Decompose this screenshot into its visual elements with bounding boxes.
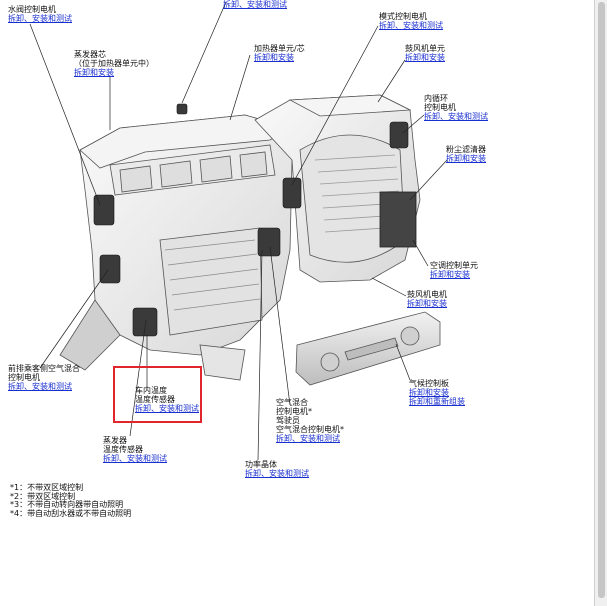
ac-control-unit-link[interactable]: 拆卸和安装 xyxy=(430,270,470,279)
dust-filter-title: 粉尘滤清器 xyxy=(446,145,486,154)
label-power-transistor: 功率晶体 拆卸、安装和测试 xyxy=(245,460,309,478)
heater-core-link[interactable]: 拆卸和安装 xyxy=(254,53,294,62)
passenger-mix-motor-shape xyxy=(99,254,121,284)
evaporator-link[interactable]: 拆卸和安装 xyxy=(74,68,114,77)
heater-valve-motor-title: 水阀控制电机 xyxy=(8,5,56,14)
label-passenger-mix-motor: 前排乘客侧空气混合 控制电机 拆卸、安装和测试 xyxy=(8,364,80,391)
mode-motor-title: 模式控制电机 xyxy=(379,12,427,21)
dust-filter-link[interactable]: 拆卸和安装 xyxy=(446,154,486,163)
climate-panel-link-reassemble[interactable]: 拆卸和重新组装 xyxy=(409,397,465,406)
heater-core-title: 加热器单元/芯 xyxy=(254,44,305,53)
leader-lines xyxy=(29,1,448,461)
label-recirc-motor: 内循环 控制电机 拆卸、安装和测试 xyxy=(424,94,488,121)
recirc-motor-title-2: 控制电机 xyxy=(424,103,456,112)
incar-sensor-title-1: 车内温度 xyxy=(135,386,167,395)
ac-control-unit-box xyxy=(379,191,417,248)
heater-unit-housing xyxy=(59,114,293,381)
climate-panel-link-remove[interactable]: 拆卸和安装 xyxy=(409,388,449,397)
label-mode-motor: 模式控制电机 拆卸、安装和测试 xyxy=(379,12,443,30)
climate-panel-title: 气候控制板 xyxy=(409,379,449,388)
air-mix-motor-sub-2: 空气混合控制电机* xyxy=(276,425,344,434)
heater-valve-motor-shape xyxy=(93,194,115,226)
mode-motor-shape xyxy=(282,177,302,209)
passenger-mix-motor-title-2: 控制电机 xyxy=(8,373,40,382)
blower-motor-link[interactable]: 拆卸和安装 xyxy=(407,299,447,308)
recirc-motor-link[interactable]: 拆卸、安装和测试 xyxy=(424,112,488,121)
blower-unit-housing xyxy=(254,94,421,283)
blower-motor-title: 鼓风机电机 xyxy=(407,290,447,299)
label-evaporator: 蒸发器芯 （位于加热器单元中） 拆卸和安装 xyxy=(74,50,154,77)
top-sensor-shape xyxy=(176,103,188,115)
evaporator-title: 蒸发器芯 xyxy=(74,50,106,59)
ac-control-unit-title: 空调控制单元 xyxy=(430,261,478,270)
label-dust-filter: 粉尘滤清器 拆卸和安装 xyxy=(446,145,486,163)
evap-temp-sensor-title-1: 蒸发器 xyxy=(103,436,127,445)
label-heater-valve-motor: 水阀控制电机 拆卸、安装和测试 xyxy=(8,5,72,23)
label-air-mix-motor: 空气混合 控制电机* 驾驶员 空气混合控制电机* 拆卸、安装和测试 xyxy=(276,398,344,443)
blower-unit-title: 鼓风机单元 xyxy=(405,44,445,53)
incar-sensor-shape xyxy=(132,307,158,337)
vertical-scrollbar[interactable] xyxy=(594,0,607,606)
label-blower-unit: 鼓风机单元 拆卸和安装 xyxy=(405,44,445,62)
highlight-box xyxy=(113,366,202,423)
label-top-sensor: 拆卸、安装和测试 xyxy=(223,0,287,9)
label-incar-sensor: 车内温度 温度传感器 拆卸、安装和测试 xyxy=(135,386,199,413)
air-mix-motor-shape xyxy=(257,227,281,257)
label-blower-motor: 鼓风机电机 拆卸和安装 xyxy=(407,290,447,308)
top-sensor-link[interactable]: 拆卸、安装和测试 xyxy=(223,0,287,9)
label-ac-control-unit: 空调控制单元 拆卸和安装 xyxy=(430,261,478,279)
footnotes: *1：不带双区域控制 *2：带双区域控制 *3：不带自动转向器带自动照明 *4：… xyxy=(10,483,132,518)
power-transistor-link[interactable]: 拆卸、安装和测试 xyxy=(245,469,309,478)
footnote-3: *3：不带自动转向器带自动照明 xyxy=(10,500,124,509)
evap-temp-sensor-title-2: 温度传感器 xyxy=(103,445,143,454)
heater-valve-motor-link[interactable]: 拆卸、安装和测试 xyxy=(8,14,72,23)
incar-sensor-link[interactable]: 拆卸、安装和测试 xyxy=(135,404,199,413)
climate-control-panel-shape xyxy=(295,311,441,386)
recirc-motor-title-1: 内循环 xyxy=(424,94,448,103)
label-evap-temp-sensor: 蒸发器 温度传感器 拆卸、安装和测试 xyxy=(103,436,167,463)
incar-sensor-title-2: 温度传感器 xyxy=(135,395,175,404)
air-mix-motor-title-2: 控制电机* xyxy=(276,407,312,416)
label-climate-panel: 气候控制板 拆卸和安装 拆卸和重新组装 xyxy=(409,379,465,406)
air-mix-motor-link[interactable]: 拆卸、安装和测试 xyxy=(276,434,340,443)
scrollbar-thumb[interactable] xyxy=(598,2,605,598)
recirc-motor-shape xyxy=(389,121,409,149)
air-mix-motor-sub-1: 驾驶员 xyxy=(276,416,300,425)
power-transistor-title: 功率晶体 xyxy=(245,460,277,469)
evap-temp-sensor-link[interactable]: 拆卸、安装和测试 xyxy=(103,454,167,463)
passenger-mix-motor-link[interactable]: 拆卸、安装和测试 xyxy=(8,382,72,391)
mode-motor-link[interactable]: 拆卸、安装和测试 xyxy=(379,21,443,30)
air-mix-motor-title-1: 空气混合 xyxy=(276,398,308,407)
label-heater-core: 加热器单元/芯 拆卸和安装 xyxy=(254,44,305,62)
blower-unit-link[interactable]: 拆卸和安装 xyxy=(405,53,445,62)
evaporator-note: （位于加热器单元中） xyxy=(74,59,154,68)
footnote-1: *1：不带双区域控制 xyxy=(10,483,84,492)
footnote-4: *4：带自动刮水器或不带自动照明 xyxy=(10,508,132,518)
passenger-mix-motor-title-1: 前排乘客侧空气混合 xyxy=(8,364,80,373)
footnote-2: *2：带双区域控制 xyxy=(10,491,76,501)
